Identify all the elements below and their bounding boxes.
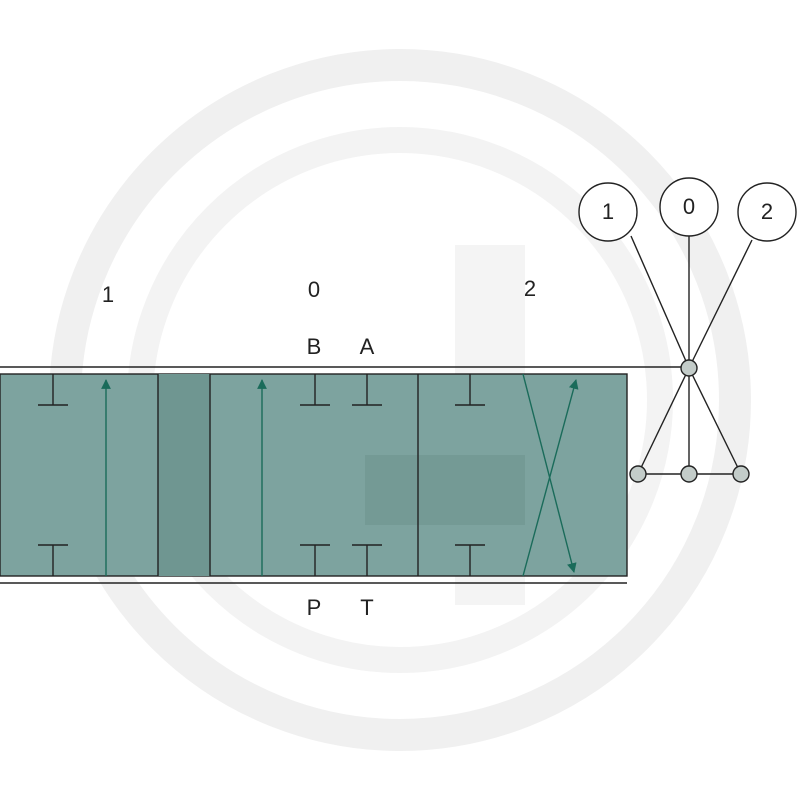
position-1-symbols: [38, 374, 111, 576]
valve-body: [0, 373, 628, 577]
port-label-b: B: [307, 334, 322, 359]
selector-label-2: 2: [761, 199, 773, 224]
position-0-symbols: [257, 374, 382, 576]
position-label-1: 1: [102, 282, 114, 307]
pivot-node: [680, 359, 698, 377]
linkage-node-center: [680, 465, 698, 483]
selector-position-1: 1: [578, 182, 638, 242]
flow-arrow-cross-down: [522, 373, 577, 573]
port-label-p: P: [307, 595, 322, 620]
selector-position-0: 0: [659, 177, 719, 237]
position-label-0: 0: [308, 277, 320, 302]
selector-position-2: 2: [737, 182, 797, 242]
port-label-t: T: [360, 595, 373, 620]
linkage-node-right: [732, 465, 750, 483]
selector-linkage: [630, 235, 753, 475]
linkage-node-left: [629, 465, 647, 483]
port-label-a: A: [360, 334, 375, 359]
selector-label-0: 0: [683, 194, 695, 219]
selector-label-1: 1: [602, 199, 614, 224]
position-2-symbols: [455, 373, 579, 577]
position-label-2: 2: [524, 276, 536, 301]
